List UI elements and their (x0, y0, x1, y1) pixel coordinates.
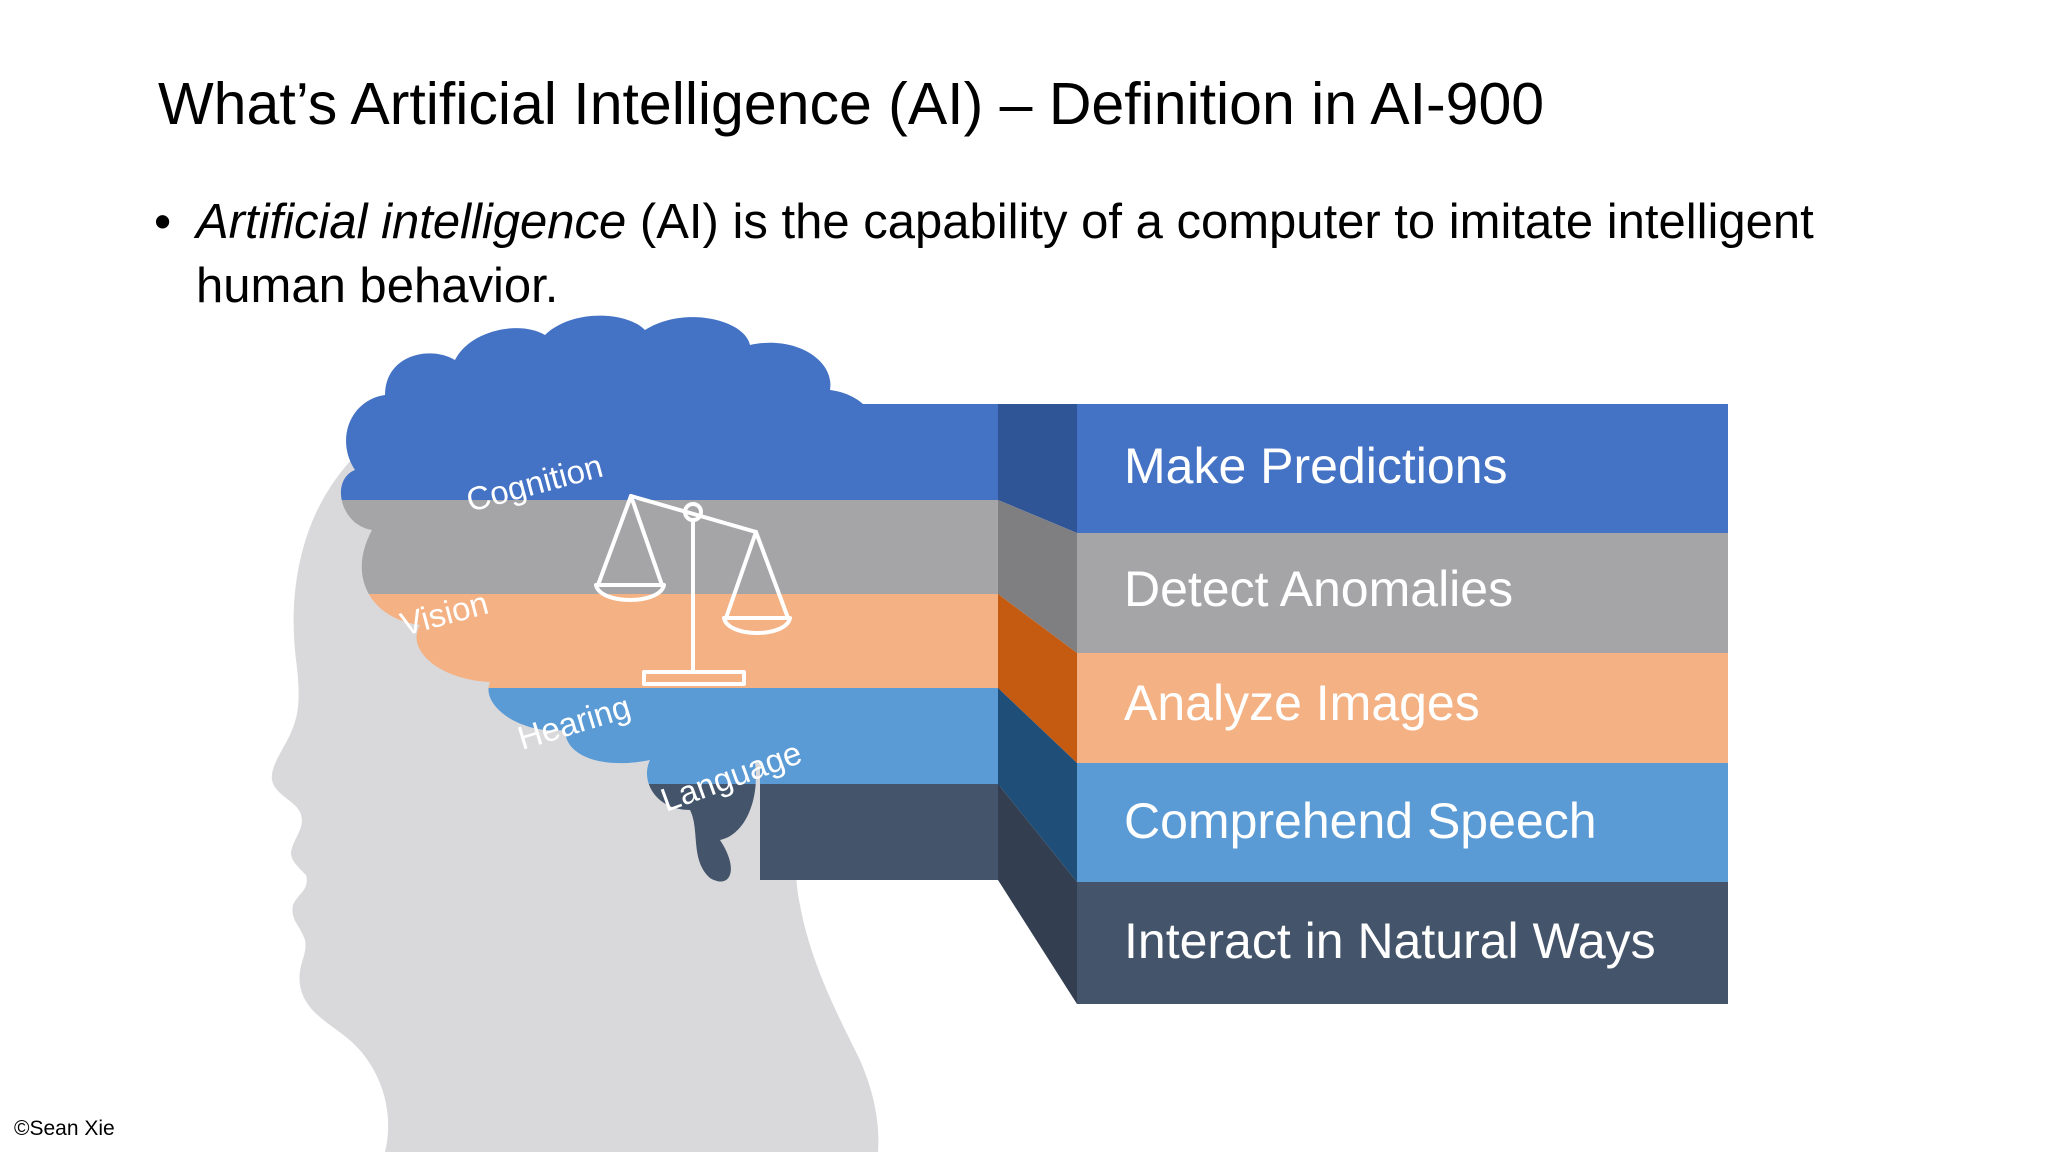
capability-blocks (1077, 404, 1728, 1004)
bullet-text: Artificial intelligence (AI) is the capa… (196, 190, 1854, 318)
capability-side-face (998, 594, 1077, 763)
capability-block (1077, 404, 1728, 533)
capability-side-face (998, 404, 1077, 533)
balance-scale-icon (594, 494, 792, 686)
capability-label-analyze-images: Analyze Images (1124, 675, 1480, 731)
capability-label-detect-anomalies: Detect Anomalies (1124, 561, 1513, 617)
italic-term: Artificial intelligence (196, 195, 627, 249)
capability-block (1077, 882, 1728, 1004)
capability-side-faces (998, 404, 1077, 1004)
capability-side-face (998, 500, 1077, 653)
capability-label-comprehend-speech: Comprehend Speech (1124, 793, 1597, 849)
capability-label-make-predictions: Make Predictions (1124, 438, 1508, 494)
slide-title: What’s Artificial Intelligence (AI) – De… (158, 71, 1545, 137)
capability-block (1077, 763, 1728, 882)
bullet-marker: • (154, 195, 172, 249)
capability-label-interact-natural-ways: Interact in Natural Ways (1124, 913, 1656, 969)
capability-side-face (998, 688, 1077, 882)
capability-side-face (998, 784, 1077, 1004)
copyright-notice: ©Sean Xie (14, 1117, 115, 1140)
connector-bar-language (760, 784, 1000, 880)
bullet-rest: (AI) is the capability of a computer to … (196, 195, 1814, 313)
capability-block (1077, 533, 1728, 653)
definition-bullet: • Artificial intelligence (AI) is the ca… (154, 190, 1854, 318)
capability-block (1077, 653, 1728, 763)
